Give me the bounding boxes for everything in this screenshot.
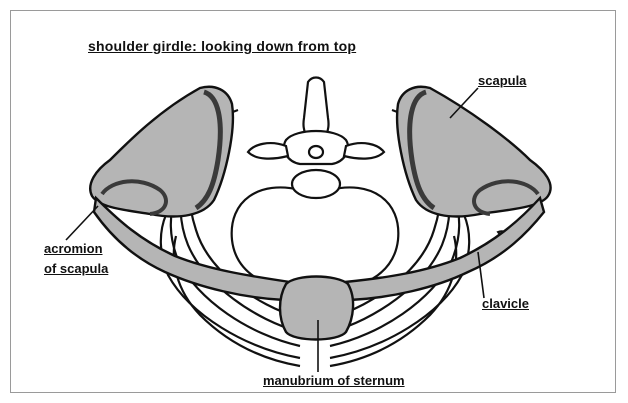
label-scapula: scapula — [478, 73, 526, 89]
transverse-process-right — [344, 143, 384, 159]
label-acromion-line2: of scapula — [44, 261, 108, 277]
vertebral-body — [292, 170, 340, 198]
label-manubrium: manubrium of sternum — [263, 373, 405, 389]
leader-acromion — [66, 206, 98, 240]
transverse-process-left — [248, 143, 288, 159]
label-acromion-line1: acromion — [44, 241, 103, 257]
manubrium — [280, 277, 353, 340]
label-clavicle: clavicle — [482, 296, 529, 312]
vertebral-foramen — [309, 146, 323, 158]
diagram-title: shoulder girdle: looking down from top — [88, 38, 356, 54]
vertebra — [248, 78, 384, 199]
